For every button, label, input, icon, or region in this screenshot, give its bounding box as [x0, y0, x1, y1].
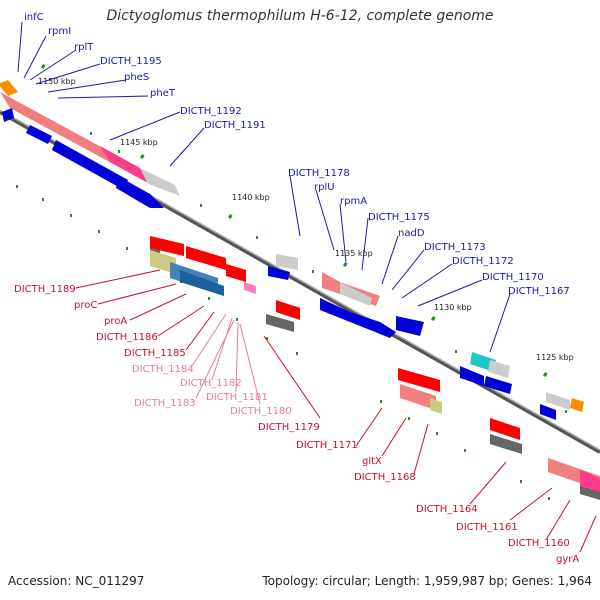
tick-1140: 1140 kbp [232, 193, 270, 202]
label-dicth-1186: DICTH_1186 [96, 332, 158, 343]
label-dicth-1161: DICTH_1161 [456, 522, 518, 533]
gene-orange [570, 398, 584, 412]
gene-1186 [180, 270, 224, 296]
label-dicth-1164: DICTH_1164 [416, 504, 478, 515]
bottom-labels: DICTH_1189 proC proA DICTH_1186 DICTH_11… [14, 284, 579, 565]
label-proc: proC [74, 300, 97, 311]
label-phet: pheT [150, 88, 176, 99]
red-1179 [276, 300, 300, 320]
pink-1184 [244, 282, 256, 294]
label-dicth-1189: DICTH_1189 [14, 284, 76, 295]
label-proa: proA [104, 316, 127, 327]
gene-proc [150, 250, 176, 274]
label-dicth-1183: DICTH_1183 [134, 398, 196, 409]
gene-1173 [340, 282, 372, 306]
blue-arrow-3 [52, 140, 128, 190]
red-1171 [398, 368, 440, 392]
scale-labels: 1150 kbp 1145 kbp 1140 kbp 1135 kbp 1130… [38, 77, 574, 362]
red-arrow-b [186, 246, 226, 270]
gene-1164-grey [546, 392, 570, 410]
label-dicth-1175: DICTH_1175 [368, 212, 430, 223]
red-arrow-a [150, 236, 184, 256]
red-1164 [490, 418, 520, 440]
gene-1192 [140, 168, 180, 196]
grey-1179 [266, 314, 294, 332]
label-dicth-1184: DICTH_1184 [132, 364, 194, 375]
blue-row-c [460, 366, 484, 386]
leader-lines-pink [191, 313, 261, 405]
label-rplt: rplT [74, 42, 94, 53]
grey-1160 [580, 486, 600, 500]
leader-lines-blue [17, 21, 511, 353]
label-dicth-1195: DICTH_1195 [100, 56, 162, 67]
blue-1178 [268, 266, 290, 280]
tick-1130: 1130 kbp [434, 303, 472, 312]
gene-infc [0, 80, 18, 96]
gene-1168 [430, 398, 442, 414]
label-dicth-1181: DICTH_1181 [206, 392, 268, 403]
gene-rplu [276, 254, 298, 270]
blue-row-b [396, 316, 424, 336]
gene-1167b [488, 360, 510, 378]
label-infc: infC [24, 12, 44, 23]
tick-1150: 1150 kbp [38, 77, 76, 86]
blue-row-e [540, 404, 556, 420]
label-dicth-1178: DICTH_1178 [288, 168, 350, 179]
tick-1125: 1125 kbp [536, 353, 574, 362]
label-dicth-1182: DICTH_1182 [180, 378, 242, 389]
top-labels: infC rpmI rplT DICTH_1195 pheS pheT DICT… [24, 12, 570, 297]
label-dicth-1191: DICTH_1191 [204, 120, 266, 131]
label-gyra: gyrA [556, 554, 579, 565]
label-dicth-1168: DICTH_1168 [354, 472, 416, 483]
label-dicth-1180: DICTH_1180 [230, 406, 292, 417]
forward-features [0, 80, 584, 420]
gene-phes [100, 146, 150, 184]
label-phes: pheS [124, 72, 149, 83]
blue-row-d [484, 376, 512, 394]
tick-1135: 1135 kbp [335, 249, 373, 258]
accession-text: Accession: NC_011297 [8, 574, 145, 588]
grey-1164 [490, 434, 522, 454]
label-dicth-1160: DICTH_1160 [508, 538, 570, 549]
leader-lines-red [75, 269, 597, 553]
label-dicth-1179: DICTH_1179 [258, 422, 320, 433]
blue-arrow-4 [116, 176, 164, 208]
label-rplu: rplU [314, 182, 335, 193]
label-dicth-1172: DICTH_1172 [452, 256, 514, 267]
red-arrow-c [226, 264, 246, 282]
gene-gltx [400, 384, 436, 410]
label-dicth-1170: DICTH_1170 [482, 272, 544, 283]
label-dicth-1167: DICTH_1167 [508, 286, 570, 297]
label-dicth-1171: DICTH_1171 [296, 440, 358, 451]
label-rpma: rpmA [340, 196, 367, 207]
page-title: Dictyoglomus thermophilum H-6-12, comple… [106, 8, 494, 24]
tick-1145: 1145 kbp [120, 138, 158, 147]
blue-arrow-2 [26, 125, 52, 144]
label-rpmi: rpmI [48, 26, 71, 37]
label-dicth-1192: DICTH_1192 [180, 106, 242, 117]
label-dicth-1185: DICTH_1185 [124, 348, 186, 359]
label-dicth-1173: DICTH_1173 [424, 242, 486, 253]
label-gltx: gltX [362, 456, 382, 467]
topology-text: Topology: circular; Length: 1,959,987 bp… [262, 574, 592, 588]
blue-row-a [320, 298, 396, 338]
reverse-features [150, 236, 600, 500]
label-nadd: nadD [398, 228, 425, 239]
blue-arrow-1 [2, 108, 14, 122]
